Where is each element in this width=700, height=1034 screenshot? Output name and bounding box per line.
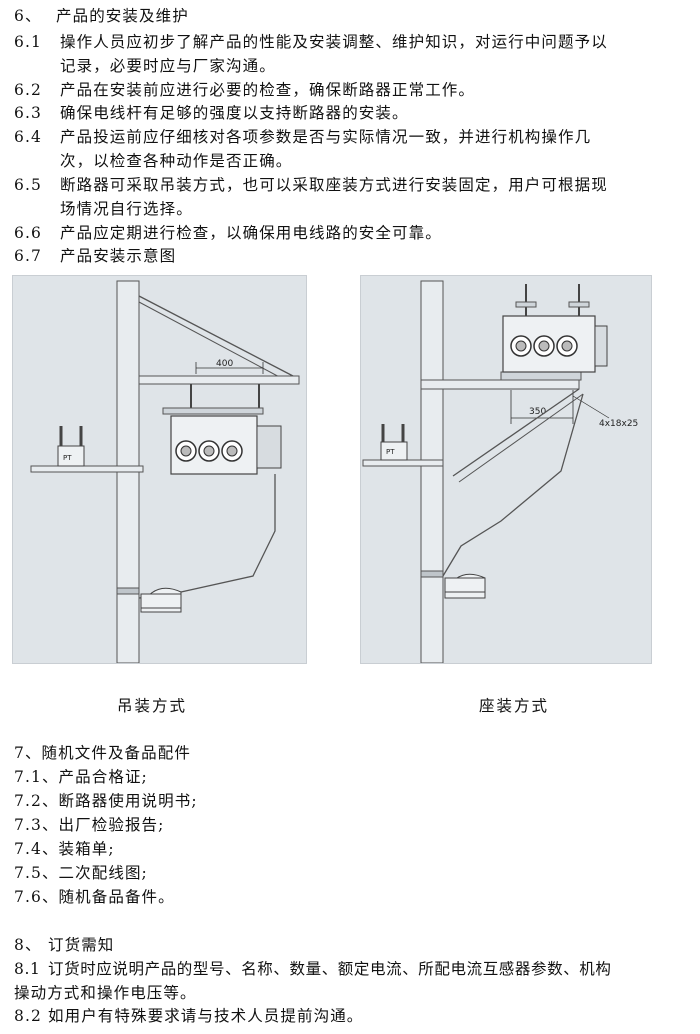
item-number: 6.2 [14,81,42,99]
item-text: 确保电线杆有足够的强度以支持断路器的安装。 [60,104,409,122]
suspended-installation-drawing: 400 PT [30,280,300,664]
item-number: 6.3 [14,104,42,122]
item-text: 断路器可采取吊装方式，也可以采取座装方式进行安装固定，用户可根据现 [60,176,608,194]
pt-label: PT [386,448,395,456]
section7-item: 7.3、出厂检验报告; [14,816,165,834]
item-8-1: 8.1 订货时应说明产品的型号、名称、数量、额定电流、所配电流互感器参数、机构 [14,958,612,980]
section8-heading-text: 订货需知 [48,936,115,954]
item-number: 6.6 [14,224,42,242]
item-6-4-continuation: 次，以检查各种动作是否正确。 [60,152,293,170]
suspended-installation-caption: 吊装方式 [117,697,188,715]
item-6-7: 6.7 产品安装示意图 [14,245,176,267]
item-number: 8.2 [14,1007,42,1025]
section6-heading-text: 产品的安装及维护 [56,7,189,25]
item-6-1-continuation: 记录，必要时应与厂家沟通。 [60,57,276,75]
item-6-4: 6.4 产品投运前应仔细核对各项参数是否与实际情况一致，并进行机构操作几 [14,126,591,148]
section7-item: 7.2、断路器使用说明书; [14,792,198,810]
item-text: 操作人员应初步了解产品的性能及安装调整、维护知识，对运行中问题予以 [60,33,608,51]
dimension-label: 400 [216,359,233,369]
suspended-installation-figure: 400 PT [12,275,307,664]
section7-item: 7.5、二次配线图; [14,864,148,882]
item-8-1-continuation: 操动方式和操作电压等。 [14,984,197,1002]
item-6-1: 6.1 操作人员应初步了解产品的性能及安装调整、维护知识，对运行中问题予以 [14,31,608,53]
item-6-6: 6.6 产品应定期进行检查，以确保用电线路的安全可靠。 [14,222,442,244]
section8-heading-number: 8、 [14,936,42,954]
item-text: 产品应定期进行检查，以确保用电线路的安全可靠。 [60,224,442,242]
item-number: 8.1 [14,960,41,978]
pt-label: PT [63,454,72,462]
item-6-5: 6.5 断路器可采取吊装方式，也可以采取座装方式进行安装固定，用户可根据现 [14,174,608,196]
item-text: 产品安装示意图 [60,247,177,265]
section7-item: 7.6、随机备品备件。 [14,888,175,906]
section7-item: 7.4、装箱单; [14,840,115,858]
section7-item: 7.1、产品合格证; [14,768,148,786]
item-number: 6.4 [14,128,42,146]
item-8-2: 8.2 如用户有特殊要求请与技术人员提前沟通。 [14,1005,363,1027]
bolt-spec-label: 4x18x25 [599,419,638,429]
item-6-5-continuation: 场情况自行选择。 [60,200,193,218]
item-text: 产品投运前应仔细核对各项参数是否与实际情况一致，并进行机构操作几 [60,128,592,146]
item-6-3: 6.3 确保电线杆有足够的强度以支持断路器的安装。 [14,102,409,124]
section6-heading: 6、产品的安装及维护 [14,5,189,27]
section6-heading-number: 6、 [14,7,42,25]
item-6-2: 6.2 产品在安装前应进行必要的检查，确保断路器正常工作。 [14,79,475,101]
section8-heading: 8、订货需知 [14,934,114,956]
section7-heading: 7、随机文件及备品配件 [14,744,191,762]
seat-installation-figure: 350 4x18x25 PT [360,275,652,664]
item-text: 如用户有特殊要求请与技术人员提前沟通。 [48,1007,364,1025]
item-number: 6.7 [14,247,42,265]
seat-installation-caption: 座装方式 [479,697,550,715]
dimension-label: 350 [529,407,546,417]
item-text: 订货时应说明产品的型号、名称、数量、额定电流、所配电流互感器参数、机构 [48,960,612,978]
item-number: 6.1 [14,33,42,51]
item-text: 产品在安装前应进行必要的检查，确保断路器正常工作。 [60,81,476,99]
seat-installation-drawing: 350 4x18x25 PT [362,280,638,664]
item-number: 6.5 [14,176,42,194]
